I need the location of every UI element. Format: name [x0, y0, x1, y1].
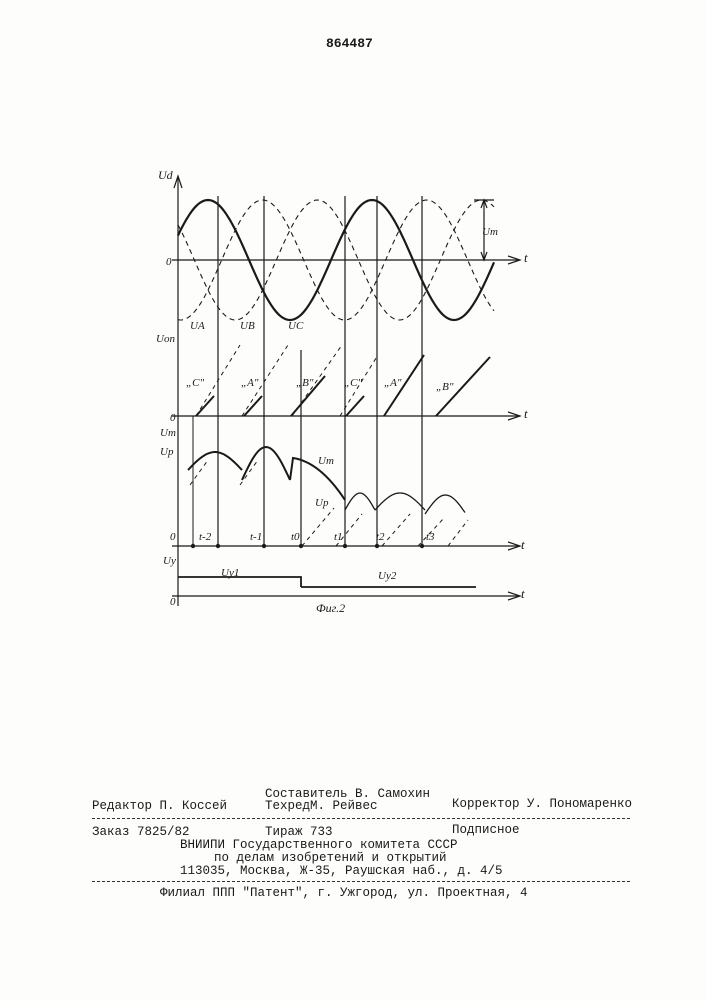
ramp-label-c-2: „C"	[344, 377, 362, 389]
control-label-uy2: Uу2	[378, 570, 396, 582]
um-label: Um	[482, 226, 498, 238]
control-voltage-uy1	[178, 577, 301, 587]
time-marker-dot-4	[343, 544, 347, 548]
time-label-t-1: t-1	[250, 531, 262, 543]
up-curve-seg-1	[345, 493, 375, 510]
t-label-ut: t	[521, 537, 525, 553]
up-curve-label: Uр	[315, 497, 328, 509]
time-label-t2: t2	[376, 531, 385, 543]
time-marker-dot-5	[375, 544, 379, 548]
ramp-label-a-2: „A"	[384, 377, 401, 389]
ramp-label-b-2: „B"	[436, 381, 453, 393]
time-label-t3: t3	[426, 531, 435, 543]
footer-corrector: Корректор У. Пономаренко	[452, 797, 632, 811]
ut-curve-label: Uт	[318, 455, 334, 467]
footer-branch: Филиал ППП "Патент", г. Ужгород, ул. Про…	[160, 886, 528, 900]
time-label-t1: t1	[334, 531, 343, 543]
footer-order: Заказ 7825/82	[92, 825, 190, 839]
figure-caption: Фиг.2	[316, 601, 345, 616]
reference-ramp-8	[244, 396, 262, 416]
reference-ramp-10	[346, 396, 364, 416]
footer-org-2: по делам изобретений и открытий	[214, 851, 447, 865]
time-label-t-2: t-2	[199, 531, 211, 543]
up-dashed-ramp-7	[448, 520, 468, 546]
zero-label-uop: 0	[170, 412, 176, 424]
ut-curve-seg-2	[242, 447, 290, 480]
footer-address: 113035, Москва, Ж-35, Раушская наб., д. …	[180, 864, 503, 878]
t-label-uop: t	[524, 406, 528, 422]
ramp-label-c-1: „C"	[186, 377, 204, 389]
time-marker-dot-3	[299, 544, 303, 548]
zero-label-uy: 0	[170, 596, 176, 608]
uy-axis-label: Uу	[163, 555, 176, 567]
t-label-uy: t	[521, 586, 525, 602]
phase-label-a: UA	[190, 320, 205, 332]
ut-curve-seg-1	[188, 452, 242, 470]
ramp-label-b-1: „B"	[296, 377, 313, 389]
footer-circulation: Тираж 733	[265, 825, 333, 839]
time-marker-dot-6	[420, 544, 424, 548]
footer-rule-2	[92, 881, 630, 882]
time-marker-dot-1	[216, 544, 220, 548]
ud-axis-label: Ud	[158, 168, 173, 183]
time-label-t0: t0	[291, 531, 300, 543]
ut-axis-label: Uт	[160, 427, 176, 439]
footer-org-1: ВНИИПИ Государственного комитета СССР	[180, 838, 458, 852]
up-axis-label: Uр	[160, 446, 173, 458]
up-curve-seg-2	[375, 493, 425, 510]
footer-subscription: Подписное	[452, 823, 520, 837]
up-dashed-ramp-3	[302, 508, 334, 546]
ramp-label-a-1: „A"	[241, 377, 258, 389]
phase-label-c: UC	[288, 320, 303, 332]
phase-label-b: UB	[240, 320, 255, 332]
footer-techred: ТехредМ. Рейвес	[265, 799, 378, 813]
zero-label-ut: 0	[170, 531, 176, 543]
footer-rule-1	[92, 818, 630, 819]
time-marker-dot-2	[262, 544, 266, 548]
footer-editor: Редактор П. Коссей	[92, 799, 227, 813]
reference-ramp-7	[196, 396, 214, 416]
up-dashed-ramp-5	[382, 514, 410, 546]
uop-axis-label: Uоп	[156, 333, 175, 345]
up-curve-seg-3	[425, 495, 465, 514]
time-marker-dot-origin	[191, 544, 195, 548]
t-label-ud: t	[524, 250, 528, 266]
control-label-uy1: Uу1	[221, 567, 239, 579]
zero-label-ud: 0	[166, 256, 172, 268]
